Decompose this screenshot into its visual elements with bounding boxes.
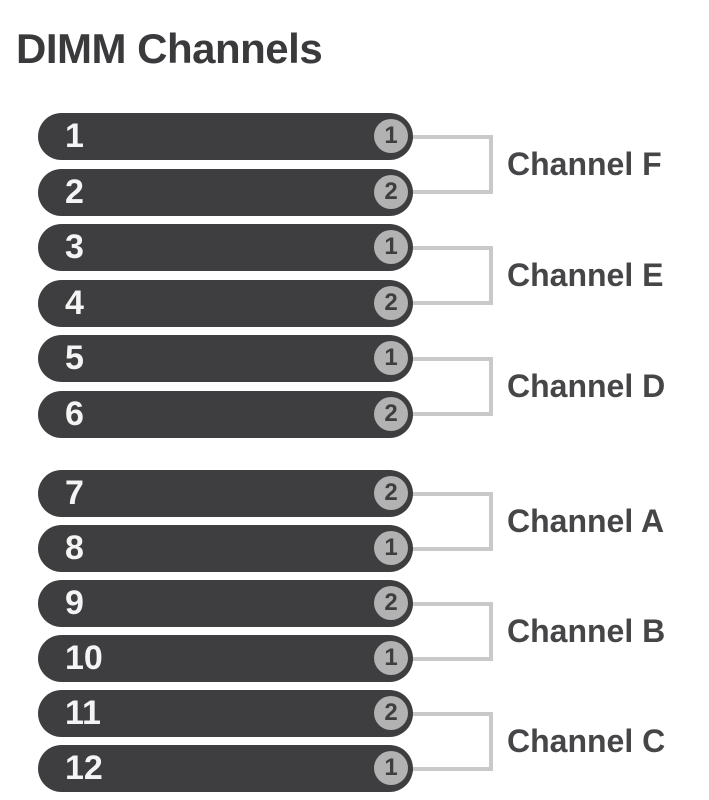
bracket-line-vertical xyxy=(489,245,493,305)
dimm-slot-bar: 1 1 xyxy=(38,113,413,160)
dimm-slot-bar: 5 1 xyxy=(38,335,413,382)
channel-label: Channel C xyxy=(507,723,666,759)
dimm-slot-bar: 6 2 xyxy=(38,390,413,438)
dimm-slot-bar: 10 1 xyxy=(38,635,413,682)
dimm-slot-bar: 2 2 xyxy=(38,168,413,216)
bracket-line-top xyxy=(400,134,493,139)
dimm-position-badge: 1 xyxy=(374,119,408,153)
bracket-line-bottom xyxy=(400,656,493,661)
slot-number-label: 7 xyxy=(65,474,84,512)
slot-number-label: 12 xyxy=(65,749,103,787)
dimm-position-badge: 2 xyxy=(374,476,408,510)
bracket-line-bottom xyxy=(400,301,493,305)
channel-label: Channel D xyxy=(507,368,666,405)
dimm-position-badge: 2 xyxy=(374,174,408,209)
dimm-slot-bar: 4 2 xyxy=(38,279,413,327)
dimm-slot-bar: 11 2 xyxy=(38,690,413,737)
bracket-line-top xyxy=(400,711,493,716)
bracket-line-top xyxy=(400,601,493,606)
bracket-line-bottom xyxy=(400,546,493,551)
slot-number-label: 8 xyxy=(65,529,84,567)
slot-number-label: 10 xyxy=(65,639,103,677)
page-title: DIMM Channels xyxy=(16,25,323,72)
dimm-position-badge: 1 xyxy=(374,751,408,785)
dimm-position-badge: 2 xyxy=(374,696,408,730)
channel-label: Channel A xyxy=(507,503,665,539)
dimm-slot-bar: 7 2 xyxy=(38,470,413,517)
slot-number-label: 9 xyxy=(65,584,84,622)
bracket-line-vertical xyxy=(489,491,493,551)
dimm-position-badge: 2 xyxy=(374,285,408,320)
channel-label: Channel B xyxy=(507,613,666,649)
bracket-line-top xyxy=(400,245,493,250)
slot-number-label: 3 xyxy=(65,228,84,266)
channel-label: Channel E xyxy=(507,257,664,294)
dimm-position-badge: 2 xyxy=(374,586,408,620)
slot-number-label: 6 xyxy=(65,394,84,433)
slot-number-label: 4 xyxy=(65,283,84,322)
channel-label: Channel F xyxy=(507,146,662,183)
slot-number-label: 5 xyxy=(65,339,84,377)
dimm-position-badge: 1 xyxy=(374,641,408,675)
slot-number-label: 2 xyxy=(65,172,84,211)
bracket-line-bottom xyxy=(400,412,493,416)
dimm-position-badge: 2 xyxy=(374,396,408,431)
bracket-line-top xyxy=(400,356,493,361)
dimm-position-badge: 1 xyxy=(374,341,408,375)
dimm-position-badge: 1 xyxy=(374,531,408,565)
bracket-line-vertical xyxy=(489,356,493,416)
bracket-line-bottom xyxy=(400,766,493,771)
bracket-line-vertical xyxy=(489,711,493,771)
bracket-line-vertical xyxy=(489,134,493,194)
dimm-slot-bar: 3 1 xyxy=(38,224,413,271)
dimm-slot-bar: 12 1 xyxy=(38,745,413,792)
bracket-line-bottom xyxy=(400,190,493,194)
dimm-slot-bar: 8 1 xyxy=(38,525,413,572)
slot-number-label: 11 xyxy=(65,694,101,732)
dimm-slot-bar: 9 2 xyxy=(38,580,413,627)
bracket-line-vertical xyxy=(489,601,493,661)
slot-number-label: 1 xyxy=(65,117,84,155)
dimm-position-badge: 1 xyxy=(374,230,408,264)
bracket-line-top xyxy=(400,491,493,496)
